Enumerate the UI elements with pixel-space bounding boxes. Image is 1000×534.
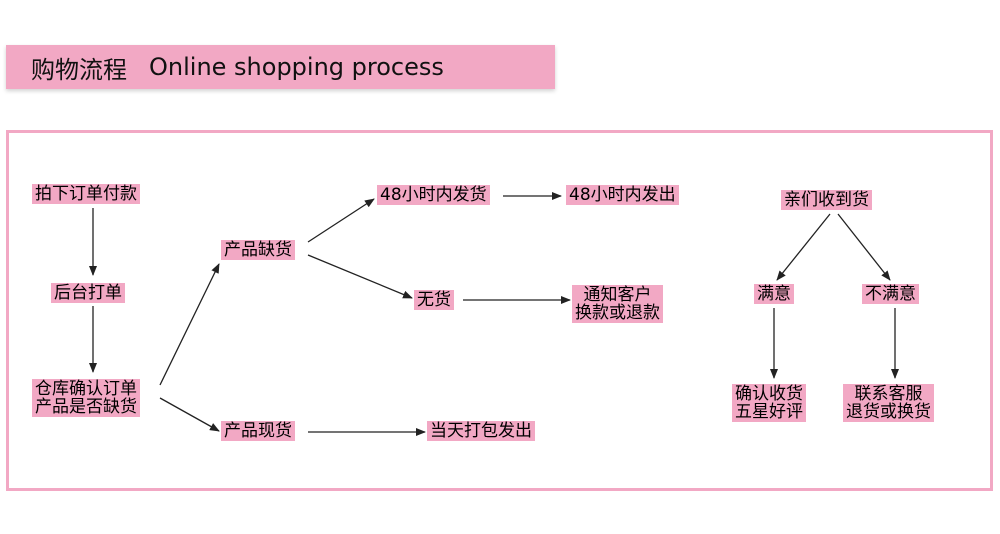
node-in-stock: 产品现货 bbox=[221, 421, 295, 441]
title-english: Online shopping process bbox=[149, 53, 444, 81]
arrow-step3-to-outofstock bbox=[159, 263, 220, 386]
node-satisfied-action-line1: 确认收货 bbox=[735, 384, 803, 404]
node-ship-48h-pending-label: 48小时内发货 bbox=[380, 185, 487, 205]
node-no-stock: 无货 bbox=[414, 290, 454, 310]
node-same-day-ship: 当天打包发出 bbox=[427, 421, 535, 441]
node-out-of-stock: 产品缺货 bbox=[221, 240, 295, 260]
node-warehouse-check-line1: 仓库确认订单 bbox=[35, 379, 137, 399]
node-warehouse-check: 仓库确认订单 产品是否缺货 bbox=[32, 379, 140, 417]
node-place-order: 拍下订单付款 bbox=[32, 184, 140, 204]
node-out-of-stock-label: 产品缺货 bbox=[224, 240, 292, 260]
arrow-received-to-satisfied bbox=[776, 213, 831, 281]
node-satisfied-action: 确认收货 五星好评 bbox=[732, 384, 806, 422]
node-notify-customer-line2: 换款或退款 bbox=[575, 303, 660, 323]
page-title: 购物流程 Online shopping process bbox=[6, 45, 555, 89]
node-warehouse-check-line2: 产品是否缺货 bbox=[35, 397, 137, 417]
node-place-order-label: 拍下订单付款 bbox=[35, 184, 137, 204]
node-print-order: 后台打单 bbox=[51, 283, 125, 303]
node-goods-received: 亲们收到货 bbox=[781, 190, 872, 210]
arrow-step3-to-instock bbox=[159, 397, 220, 432]
title-chinese: 购物流程 bbox=[31, 55, 127, 84]
arrow-outofstock-to-nostock bbox=[307, 254, 413, 299]
node-ship-48h-done-label: 48小时内发出 bbox=[569, 185, 676, 205]
node-satisfied: 满意 bbox=[754, 284, 794, 304]
node-same-day-ship-label: 当天打包发出 bbox=[430, 421, 532, 441]
node-satisfied-label: 满意 bbox=[757, 284, 791, 304]
node-unsatisfied-action: 联系客服 退货或换货 bbox=[843, 384, 934, 422]
arrow-outofstock-to-48h bbox=[307, 198, 375, 243]
node-print-order-label: 后台打单 bbox=[54, 283, 122, 303]
node-unsatisfied-action-line2: 退货或换货 bbox=[846, 402, 931, 422]
node-no-stock-label: 无货 bbox=[417, 290, 451, 310]
node-unsatisfied-label: 不满意 bbox=[865, 284, 916, 304]
node-ship-48h-pending: 48小时内发货 bbox=[377, 185, 490, 205]
node-ship-48h-done: 48小时内发出 bbox=[566, 185, 679, 205]
node-unsatisfied: 不满意 bbox=[862, 284, 919, 304]
arrow-received-to-unsatisfied bbox=[837, 213, 891, 281]
node-notify-customer: 通知客户 换款或退款 bbox=[572, 285, 663, 323]
node-satisfied-action-line2: 五星好评 bbox=[735, 402, 803, 422]
node-in-stock-label: 产品现货 bbox=[224, 421, 292, 441]
node-unsatisfied-action-line1: 联系客服 bbox=[854, 384, 923, 404]
node-notify-customer-line1: 通知客户 bbox=[583, 285, 652, 305]
node-goods-received-label: 亲们收到货 bbox=[784, 190, 869, 210]
